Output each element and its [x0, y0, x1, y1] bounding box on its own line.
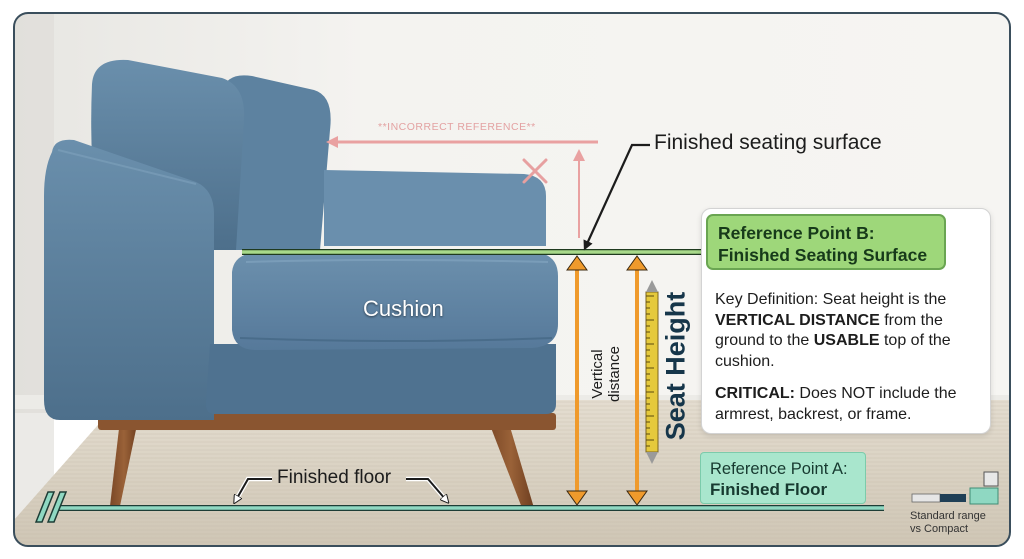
finished-floor-label: Finished floor	[277, 467, 392, 488]
incorrect-reference-label: **INCORRECT REFERENCE**	[378, 121, 536, 133]
range-bars-icon	[911, 471, 999, 505]
sofa-arm-far	[324, 170, 546, 246]
critical-label: CRITICAL:	[715, 385, 795, 402]
reference-a-box: Reference Point A: Finished Floor	[700, 452, 866, 504]
reference-b-box: Reference Point B: Finished Seating Surf…	[706, 214, 946, 270]
critical-text: Does NOT include the armrest, backrest, …	[715, 385, 957, 423]
reference-a-line2: Finished Floor	[710, 480, 828, 499]
sofa-base	[206, 344, 556, 414]
floor-break-icon	[34, 491, 68, 523]
definition-text: Key Definition: Seat height is the VERTI…	[715, 290, 987, 425]
range-legend-line2: vs Compact	[910, 522, 969, 535]
cushion-label: Cushion	[363, 296, 444, 321]
vertical-distance-label: Vertical distance	[589, 329, 623, 419]
diagram-frame	[13, 12, 1011, 547]
seating-surface-pointer	[583, 143, 650, 251]
range-legend-line1: Standard range	[910, 510, 986, 522]
vertical-distance-line1: Vertical	[589, 349, 606, 399]
sofa-arm-near	[44, 139, 214, 420]
range-legend: Standard range vs Compact	[910, 510, 1010, 535]
reference-a-line1: Reference Point A:	[710, 460, 848, 478]
definition-emphasis-vertical: VERTICAL DISTANCE	[715, 311, 880, 329]
reference-b-line2: Finished Seating Surface	[718, 245, 928, 265]
definition-part1: Key Definition: Seat height is the	[715, 291, 947, 308]
definition-part2: from the ground to the	[715, 311, 943, 350]
definition-part3: top of the cushion.	[715, 332, 951, 370]
critical-note: CRITICAL: Does NOT include the armrest, …	[715, 384, 987, 425]
definition-emphasis-usable: USABLE	[813, 332, 880, 349]
reference-b-line1: Reference Point B:	[718, 223, 875, 243]
floor-pointer-right	[406, 478, 446, 500]
finished-seating-surface-label: Finished seating surface	[654, 131, 882, 154]
key-definition: Key Definition: Seat height is the VERTI…	[715, 290, 987, 372]
sofa-cushion	[232, 252, 558, 350]
sofa-leg-right	[488, 420, 534, 508]
sofa-leg-left	[110, 420, 138, 506]
floor-pointer-left	[236, 478, 272, 500]
vertical-distance-line2: distance	[606, 346, 623, 402]
incorrect-x-icon	[522, 158, 548, 184]
seat-height-label: Seat Height	[660, 291, 691, 441]
measuring-tape	[645, 280, 659, 464]
